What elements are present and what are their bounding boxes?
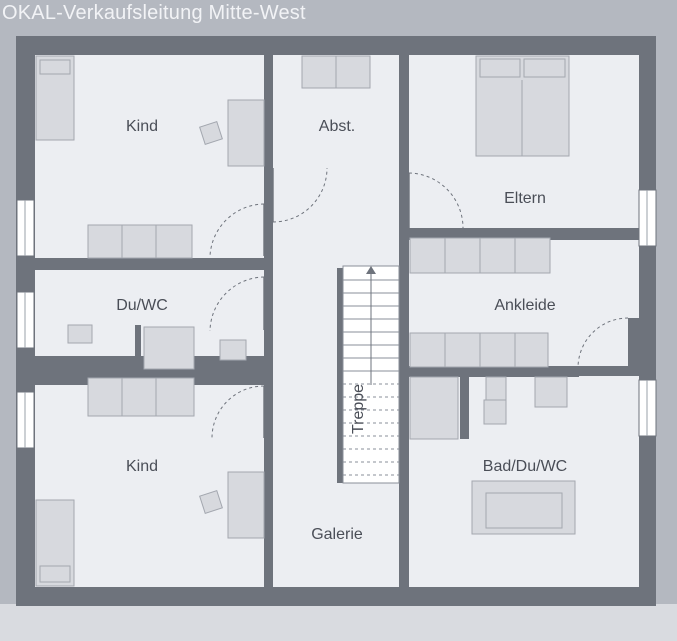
watermark-text: OKAL-Verkaufsleitung Mitte-West [2, 2, 306, 24]
bottom-band [0, 604, 677, 641]
room-label-kind-bottom: Kind [126, 458, 158, 475]
room-label-abst: Abst. [319, 118, 355, 135]
room-label-duwc: Du/WC [116, 297, 168, 314]
staircase [342, 265, 400, 484]
room-label-kind-top: Kind [126, 118, 158, 135]
room-label-eltern: Eltern [504, 190, 546, 207]
door-swings [209, 167, 629, 439]
room-label-galerie: Galerie [311, 526, 363, 543]
interior-walls [35, 55, 639, 588]
window-lines [24, 190, 648, 448]
floor-areas [35, 55, 639, 587]
room-label-ankleide: Ankleide [494, 297, 555, 314]
room-label-bad: Bad/Du/WC [483, 458, 567, 475]
furniture [35, 55, 576, 587]
door-leaves [263, 168, 631, 438]
room-label-treppe: Treppe [350, 384, 367, 434]
